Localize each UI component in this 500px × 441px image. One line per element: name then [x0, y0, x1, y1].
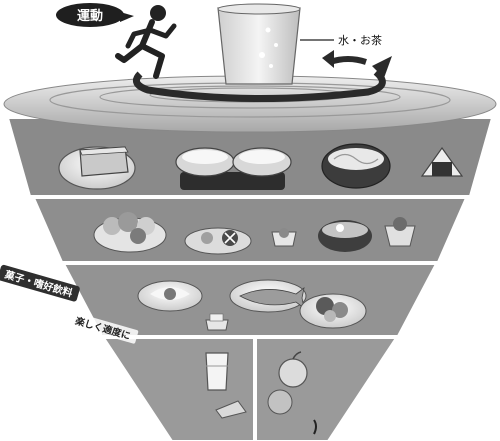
tier-main-dishes	[62, 263, 438, 337]
tier-fruit	[255, 337, 398, 441]
water-glass-icon	[217, 3, 301, 85]
exercise-badge: 運動	[56, 3, 134, 27]
rotation-arrow-icon	[132, 50, 392, 103]
top-tip	[313, 419, 317, 435]
tier-milk	[102, 337, 255, 441]
tier-staple	[6, 117, 494, 197]
exercise-label: 運動	[77, 8, 103, 24]
tier-side-dishes	[32, 197, 468, 263]
water-tea-label: 水・お茶	[338, 34, 382, 47]
running-person-icon	[115, 5, 177, 79]
